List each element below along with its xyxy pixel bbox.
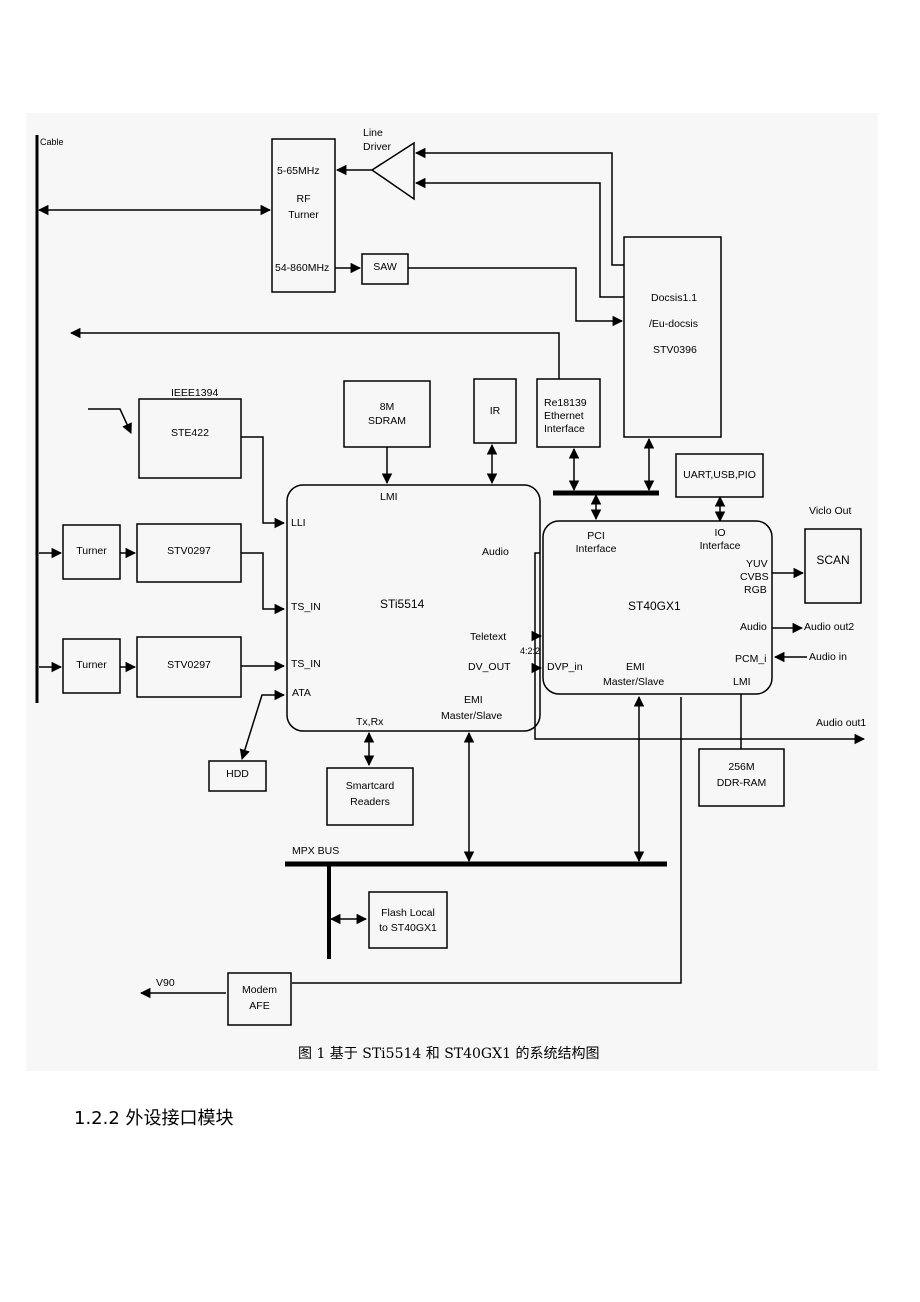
ts-in-label-1: TS_IN [291, 601, 321, 613]
figure-caption: 图 1 基于 STi5514 和 ST40GX1 的系统结构图 [298, 1046, 600, 1062]
sti-lmi-label: LMI [380, 491, 398, 503]
section-heading: 1.2.2 外设接口模块 [74, 1108, 234, 1129]
pci-label-2: Interface [575, 543, 617, 555]
stv0297-1-label: STV0297 [167, 545, 211, 557]
diagram-lines [35, 135, 866, 1026]
audio-out1-label: Audio out1 [816, 717, 867, 729]
pci-label-1: PCI [587, 530, 605, 542]
system-block-diagram: Cable Line Driver 5-65MHz RF Turner 54-8… [26, 113, 878, 1071]
saw-label: SAW [373, 261, 397, 273]
yuv-label: YUV [746, 558, 768, 570]
ethernet-label-3: Interface [544, 423, 585, 435]
txrx-label: Tx,Rx [356, 716, 384, 728]
rf-freq-downstream: 54-860MHz [275, 262, 330, 274]
ethernet-label-1: Re18139 [544, 397, 587, 409]
scan-label: SCAN [816, 553, 850, 567]
ieee1394-label: IEEE1394 [171, 387, 219, 399]
uart-label: UART,USB,PIO [683, 469, 756, 481]
ratio-label: 4:2:2 [520, 646, 541, 656]
ddr-label-1: 256M [728, 761, 755, 773]
hdd-label: HDD [226, 768, 249, 780]
smartcard-label-2: Readers [350, 796, 390, 808]
st-emi-label-2: Master/Slave [603, 676, 665, 688]
cvbs-label: CVBS [740, 571, 769, 583]
rf-turner-name-1: RF [296, 193, 311, 205]
io-label-1: IO [714, 527, 726, 539]
dvp-in-label: DVP_in [547, 661, 583, 673]
ir-label: IR [489, 405, 501, 417]
stv0297-2-label: STV0297 [167, 659, 211, 671]
sdram-label-1: 8M [379, 401, 395, 413]
sti5514-label: STi5514 [380, 597, 425, 611]
mpx-bus-label: MPX BUS [292, 845, 340, 857]
cable-label: Cable [40, 137, 64, 147]
docsis-label-3: STV0396 [653, 344, 697, 356]
st40gx1-label: ST40GX1 [628, 599, 681, 613]
line-driver-label-1: Line [363, 127, 383, 139]
audio-out2-label: Audio out2 [804, 621, 855, 633]
rf-turner-name-2: Turner [288, 209, 319, 221]
dv-out-label: DV_OUT [468, 661, 511, 673]
audio-in-label: Audio in [809, 651, 847, 663]
v90-label: V90 [156, 977, 175, 989]
sti-audio-label: Audio [482, 546, 509, 558]
rf-freq-upstream: 5-65MHz [277, 165, 320, 177]
ethernet-label-2: Ethernet [544, 410, 584, 422]
line-driver-label-2: Driver [363, 141, 391, 153]
modem-label-2: AFE [249, 1000, 270, 1012]
tuner-2-label: Turner [76, 659, 107, 671]
sti-lli-label: LLI [291, 517, 306, 529]
modem-label-1: Modem [241, 984, 277, 996]
video-out-label: Viclo Out [809, 505, 852, 517]
flash-label-2: to ST40GX1 [379, 922, 437, 934]
ata-label: ATA [292, 687, 311, 699]
smartcard-label-1: Smartcard [345, 780, 395, 792]
ts-in-label-2: TS_IN [291, 658, 321, 670]
flash-label-1: Flash Local [381, 907, 435, 919]
pcm-i-label: PCM_i [735, 653, 767, 665]
tuner-1-label: Turner [76, 545, 107, 557]
docsis-label-1: Docsis1.1 [651, 292, 698, 304]
ste422-label: STE422 [171, 427, 209, 439]
sti-emi-label-2: Master/Slave [441, 710, 503, 722]
sti-emi-label-1: EMI [464, 694, 483, 706]
teletext-label: Teletext [470, 631, 507, 643]
io-label-2: Interface [699, 540, 741, 552]
ddr-label-2: DDR-RAM [716, 777, 767, 789]
st-audio-label: Audio [740, 621, 767, 633]
st-emi-label-1: EMI [626, 661, 645, 673]
rgb-label: RGB [744, 584, 767, 596]
docsis-label-2: /Eu-docsis [649, 318, 699, 330]
st-lmi-label: LMI [733, 676, 751, 688]
sdram-label-2: SDRAM [368, 415, 406, 427]
